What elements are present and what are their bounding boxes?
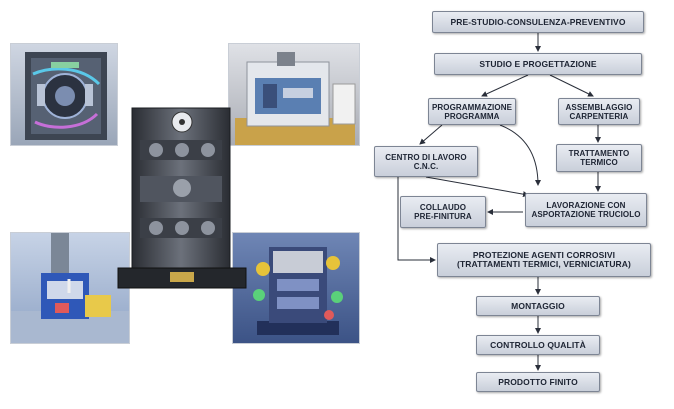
arrow-centro-lavorazione [425,176,529,198]
step-trattamento-termico: TRATTAMENTO TERMICO [556,144,642,172]
image-collage [10,43,360,344]
arrow-programmazione-lavorazione [499,124,541,186]
step-assemblaggio: ASSEMBLAGGIO CARPENTERIA [558,98,640,125]
arrow-programmazione-centro [419,124,443,145]
step-pre-studio: PRE-STUDIO-CONSULENZA-PREVENTIVO [432,11,644,33]
arrow-studio-assemblaggio [549,74,594,97]
cad-fixture-render-image [10,43,118,146]
step-montaggio: MONTAGGIO [476,296,600,316]
process-flowchart: PRE-STUDIO-CONSULENZA-PREVENTIVO STUDIO … [370,0,674,409]
machining-station-render-image [10,232,130,344]
step-prodotto-finito: PRODOTTO FINITO [476,372,600,392]
fixture-photo-image [112,100,252,300]
tombstone-fixture-render-image [232,232,360,344]
step-lavorazione: LAVORAZIONE CON ASPORTAZIONE TRUCIOLO [525,193,647,227]
step-centro-di-lavoro: CENTRO DI LAVORO C.N.C. [374,146,478,177]
step-studio-progettazione: STUDIO E PROGETTAZIONE [434,53,642,75]
step-programmazione: PROGRAMMAZIONE PROGRAMMA [428,98,516,125]
step-collaudo: COLLAUDO PRE-FINITURA [400,196,486,228]
arrow-centro-protezione [397,177,436,263]
step-protezione: PROTEZIONE AGENTI CORROSIVI (TRATTAMENTI… [437,243,651,277]
machine-enclosure-render-image [228,43,360,146]
step-controllo-qualita: CONTROLLO QUALITÀ [476,335,600,355]
arrow-studio-programmazione [481,74,529,97]
flowchart-connectors [397,33,601,371]
